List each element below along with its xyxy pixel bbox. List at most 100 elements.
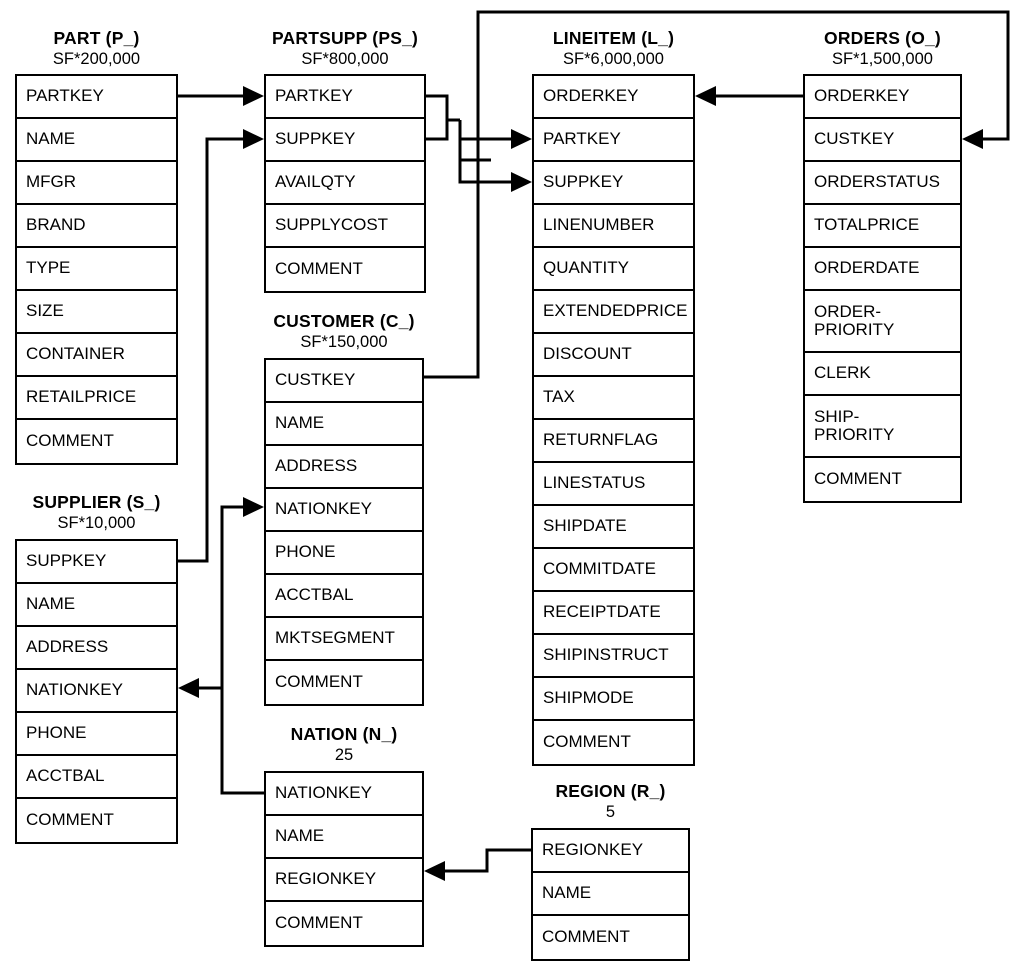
field-label: NATIONKEY (275, 783, 372, 803)
field-orders-clerk: CLERK (805, 353, 960, 396)
field-label: MKTSEGMENT (275, 628, 395, 648)
field-nation-comment: COMMENT (266, 902, 422, 945)
field-part-retailprice: RETAILPRICE (17, 377, 176, 420)
field-orders-totalprice: TOTALPRICE (805, 205, 960, 248)
field-label: NAME (275, 413, 325, 433)
field-part-brand: BRAND (17, 205, 176, 248)
entity-title-supplier: SUPPLIER (S_) (32, 492, 161, 512)
field-label: ADDRESS (26, 637, 109, 657)
field-label: EXTENDEDPRICE (543, 301, 688, 321)
field-supplier-name: NAME (17, 584, 176, 627)
field-label: SUPPKEY (275, 129, 356, 149)
field-label: RECEIPTDATE (543, 602, 661, 622)
field-part-container: CONTAINER (17, 334, 176, 377)
field-label: COMMENT (275, 672, 363, 692)
entity-title-orders: ORDERS (O_) (824, 28, 941, 48)
entity-field-list-customer: CUSTKEY NAME ADDRESS NATIONKEY PHONE ACCTBAL M… (264, 358, 424, 706)
field-orders-ship-priority: SHIP-PRIORITY (805, 396, 960, 458)
field-nation-name: NAME (266, 816, 422, 859)
field-region-name: NAME (533, 873, 688, 916)
field-label: COMMENT (275, 913, 363, 933)
field-region-regionkey: REGIONKEY (533, 830, 688, 873)
field-label: COMMITDATE (543, 559, 657, 579)
field-label: COMMENT (814, 469, 902, 489)
field-part-partkey: PARTKEY (17, 76, 176, 119)
entity-cardinality-region: 5 (605, 803, 616, 821)
field-lineitem-linestatus: LINESTATUS (534, 463, 693, 506)
field-label: CLERK (814, 363, 871, 383)
field-supplier-comment: COMMENT (17, 799, 176, 842)
field-part-size: SIZE (17, 291, 176, 334)
field-label: CONTAINER (26, 344, 125, 364)
field-label: PHONE (26, 723, 87, 743)
field-label: COMMENT (26, 431, 114, 451)
field-part-comment: COMMENT (17, 420, 176, 463)
field-label: COMMENT (26, 810, 114, 830)
entity-title-part: PART (P_) (53, 28, 140, 48)
field-label: PARTKEY (26, 86, 104, 106)
field-label: RETAILPRICE (26, 387, 137, 407)
field-supplier-address: ADDRESS (17, 627, 176, 670)
field-label: ORDERSTATUS (814, 172, 940, 192)
field-orders-custkey: CUSTKEY (805, 119, 960, 162)
connector-region-nation (424, 848, 531, 881)
field-part-type: TYPE (17, 248, 176, 291)
field-label: NATIONKEY (275, 499, 372, 519)
field-partsupp-comment: COMMENT (266, 248, 424, 291)
field-label: ORDERKEY (543, 86, 639, 106)
field-label: QUANTITY (543, 258, 629, 278)
field-label: LINENUMBER (543, 215, 655, 235)
field-label: MFGR (26, 172, 77, 192)
field-label: NAME (26, 129, 76, 149)
connector-orders-lineitem (695, 86, 803, 106)
field-label: SHIPMODE (543, 688, 634, 708)
field-label: COMMENT (275, 259, 363, 279)
field-lineitem-partkey: PARTKEY (534, 119, 693, 162)
field-label: COMMENT (543, 732, 631, 752)
field-lineitem-extendedprice: EXTENDEDPRICE (534, 291, 693, 334)
field-nation-regionkey: REGIONKEY (266, 859, 422, 902)
field-lineitem-receiptdate: RECEIPTDATE (534, 592, 693, 635)
field-label: RETURNFLAG (543, 430, 659, 450)
field-label: TAX (543, 387, 575, 407)
field-part-mfgr: MFGR (17, 162, 176, 205)
field-customer-phone: PHONE (266, 532, 422, 575)
field-label: COMMENT (542, 927, 630, 947)
field-customer-acctbal: ACCTBAL (266, 575, 422, 618)
field-label: AVAILQTY (275, 172, 356, 192)
connector-part-partsupp (178, 86, 264, 106)
entity-title-nation: NATION (N_) (290, 724, 398, 744)
entity-field-list-orders: ORDERKEY CUSTKEY ORDERSTATUS TOTALPRICE ORDE… (803, 74, 962, 503)
field-label: REGIONKEY (542, 840, 644, 860)
entity-title-partsupp: PARTSUPP (PS_) (271, 28, 419, 48)
field-label: ACCTBAL (275, 585, 354, 605)
field-label: NAME (26, 594, 76, 614)
entity-title-lineitem: LINEITEM (L_) (552, 28, 675, 48)
field-lineitem-linenumber: LINENUMBER (534, 205, 693, 248)
field-label: TYPE (26, 258, 71, 278)
field-customer-nationkey: NATIONKEY (266, 489, 422, 532)
field-nation-nationkey: NATIONKEY (266, 773, 422, 816)
field-lineitem-returnflag: RETURNFLAG (534, 420, 693, 463)
field-label: PHONE (275, 542, 336, 562)
field-orders-orderstatus: ORDERSTATUS (805, 162, 960, 205)
field-label: ORDERDATE (814, 258, 920, 278)
field-lineitem-orderkey: ORDERKEY (534, 76, 693, 119)
field-label: NATIONKEY (26, 680, 123, 700)
connector-partsupp-lineitem (426, 94, 532, 192)
entity-field-list-nation: NATIONKEY NAME REGIONKEY COMMENT (264, 771, 424, 947)
field-label: ADDRESS (275, 456, 358, 476)
field-customer-mktsegment: MKTSEGMENT (266, 618, 422, 661)
entity-cardinality-partsupp: SF*800,000 (301, 50, 389, 68)
field-customer-custkey: CUSTKEY (266, 360, 422, 403)
entity-cardinality-supplier: SF*10,000 (57, 514, 136, 532)
field-orders-comment: COMMENT (805, 458, 960, 501)
field-label: CUSTKEY (814, 129, 895, 149)
field-label: REGIONKEY (275, 869, 377, 889)
entity-cardinality-orders: SF*1,500,000 (832, 50, 933, 68)
field-label: SUPPKEY (543, 172, 624, 192)
field-label: ORDERKEY (814, 86, 910, 106)
field-lineitem-quantity: QUANTITY (534, 248, 693, 291)
